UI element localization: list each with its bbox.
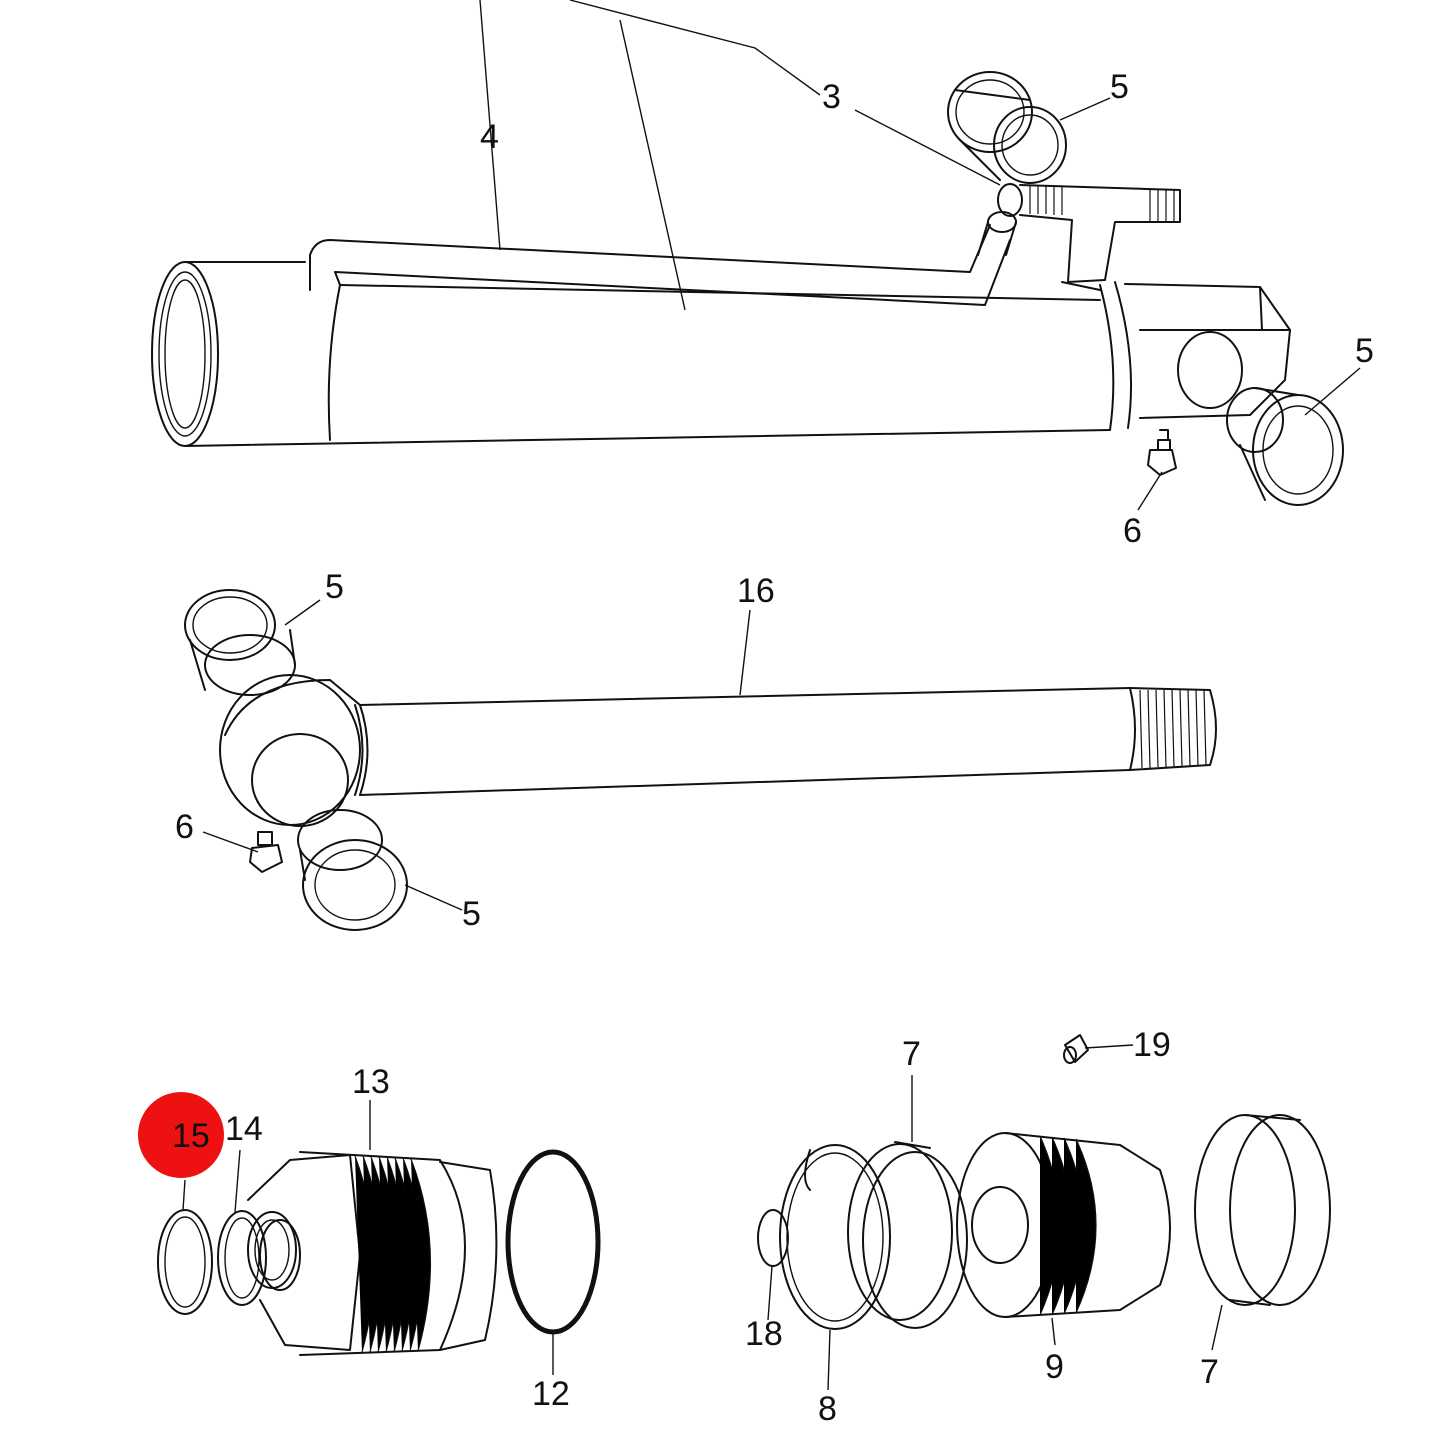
grease-nipple-rod <box>249 831 283 873</box>
callout-14: 14 <box>225 1110 263 1148</box>
callout-6-rod: 6 <box>175 808 194 846</box>
callout-8: 8 <box>818 1390 837 1428</box>
bushing-top <box>947 71 1067 184</box>
rod-eye <box>219 674 369 827</box>
callout-5-rod-bottom: 5 <box>462 895 481 933</box>
callout-15: 15 <box>172 1117 210 1155</box>
callout-16: 16 <box>737 572 775 610</box>
callout-5-clevis: 5 <box>1355 332 1374 370</box>
bushing-rod-top <box>184 589 296 696</box>
highlight-marker <box>138 1092 224 1178</box>
piston-9 <box>956 1132 1171 1318</box>
callout-5-rod-top: 5 <box>325 568 344 606</box>
wear-ring-7-left <box>847 1141 968 1329</box>
piston-seal-8 <box>779 1144 891 1330</box>
rod-seal-14 <box>217 1210 297 1306</box>
callout-5-top: 5 <box>1110 68 1129 106</box>
callout-6-barrel: 6 <box>1123 512 1142 550</box>
wear-ring-7-right <box>1194 1114 1331 1306</box>
callout-13: 13 <box>352 1063 390 1101</box>
cylinder-hydraulic-tube <box>309 183 1181 306</box>
callout-9: 9 <box>1045 1348 1064 1386</box>
piston-rod <box>359 687 1217 796</box>
o-ring-18 <box>757 1209 789 1267</box>
cylinder-barrel <box>151 261 1291 447</box>
callout-12: 12 <box>532 1375 570 1413</box>
pin-19 <box>1063 1034 1089 1064</box>
bushing-rod-bottom <box>297 809 408 931</box>
wiper-ring-15 <box>157 1209 213 1315</box>
o-ring-12 <box>505 1149 601 1335</box>
callout-7-right: 7 <box>1200 1353 1219 1391</box>
leader-lines <box>182 0 1361 1391</box>
callout-3: 3 <box>822 78 841 116</box>
bushing-clevis <box>1226 387 1344 506</box>
callout-7-left: 7 <box>902 1035 921 1073</box>
grease-nipple-barrel <box>1147 429 1177 476</box>
callout-18: 18 <box>745 1315 783 1353</box>
callout-19: 19 <box>1133 1026 1171 1064</box>
gland-nut-13 <box>247 1151 498 1356</box>
callout-4: 4 <box>480 118 499 156</box>
